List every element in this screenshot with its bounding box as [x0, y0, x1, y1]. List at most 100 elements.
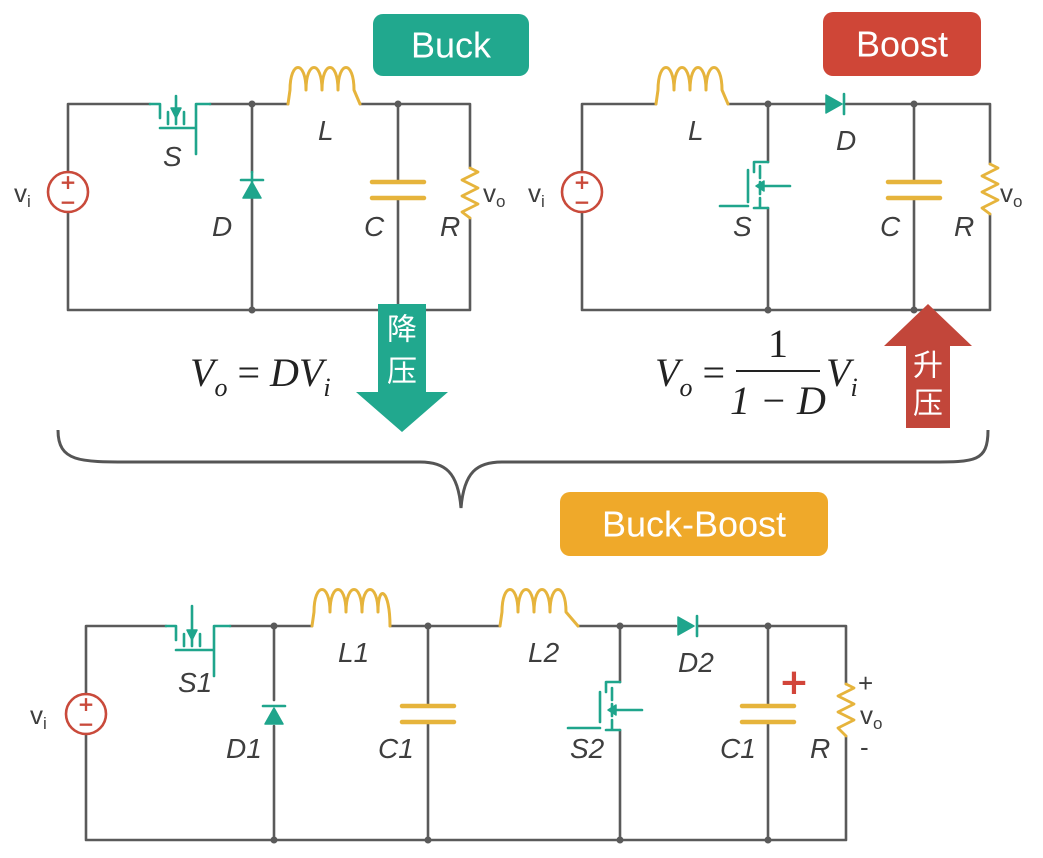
capacitor-icon [399, 703, 457, 725]
buck-formula: Vo = DVi [190, 350, 331, 402]
bb-node [270, 622, 278, 630]
inductor-icon [286, 66, 362, 106]
boost-circuit: Boost + − vi L D S [528, 12, 1022, 428]
inductor-icon [654, 66, 730, 106]
boost-formula: Vo = 1 1 − D Vi [655, 321, 858, 423]
svg-text:降: 降 [387, 313, 417, 348]
bb-d1-label: D1 [226, 733, 262, 764]
buck-badge-text: Buck [411, 25, 492, 66]
boost-node [764, 100, 772, 108]
mosfet-switch-icon [566, 680, 644, 732]
boost-wire-bottom [580, 210, 992, 312]
resistor-icon [836, 682, 856, 738]
svg-text:+: + [574, 170, 591, 194]
inductor-icon [310, 588, 392, 628]
bb-node [616, 836, 624, 844]
buck-wire-ind-load [358, 102, 472, 170]
bb-capacitor-polarity-mark: + [779, 662, 809, 703]
bb-s2-label: S2 [570, 733, 605, 764]
buck-source-label: vi [14, 178, 31, 211]
bb-node [424, 836, 432, 844]
svg-text:−: − [574, 190, 591, 214]
boost-badge [823, 12, 981, 76]
buck-wire-bottom [66, 210, 472, 312]
boost-source-label: vi [528, 178, 545, 211]
buck-resistor-label: R [440, 211, 460, 242]
boost-diode-label: D [836, 125, 856, 156]
bb-node [424, 622, 432, 630]
svg-text:压: 压 [913, 387, 943, 422]
svg-text:1 − D: 1 − D [730, 378, 826, 423]
boost-output-label: vo [1000, 178, 1022, 211]
step-up-arrow: 升 压 [884, 304, 972, 428]
bb-wire-left-top [84, 624, 168, 696]
bb-node [270, 836, 278, 844]
inductor-icon [498, 588, 580, 628]
buck-circuit: Buck + − vi S L [14, 14, 529, 432]
svg-text:1: 1 [768, 321, 788, 366]
capacitor-icon [885, 179, 943, 201]
bb-output-label: vo [860, 700, 882, 733]
svg-text:Vi: Vi [826, 350, 858, 402]
buck-output-label: vo [483, 178, 505, 211]
boost-wire-left-top [580, 102, 658, 174]
bb-s1-label: S1 [178, 667, 212, 698]
buck-boost-badge-text: Buck-Boost [602, 504, 786, 545]
diode-icon [239, 170, 265, 199]
capacitor-icon [369, 179, 427, 201]
svg-text:−: − [78, 712, 95, 736]
mosfet-switch-icon [148, 94, 212, 156]
svg-text:+: + [78, 692, 95, 716]
resistor-icon [980, 162, 1000, 216]
svg-text:升: 升 [913, 349, 943, 384]
buck-inductor-label: L [318, 115, 334, 146]
voltage-source-icon: + − [560, 170, 604, 214]
svg-text:+: + [60, 170, 77, 194]
buck-node [248, 100, 256, 108]
boost-inductor-label: L [688, 115, 704, 146]
step-down-arrow: 降 压 [356, 304, 448, 432]
svg-text:−: − [60, 190, 77, 214]
bb-l1-label: L1 [338, 637, 369, 668]
diode-icon [261, 704, 287, 725]
buck-switch-label: S [163, 141, 182, 172]
boost-node [910, 306, 918, 314]
bb-wire-d2-load [696, 624, 848, 686]
mosfet-switch-icon [164, 604, 232, 678]
boost-switch-label: S [733, 211, 752, 242]
svg-text:Vo =: Vo = [655, 350, 725, 402]
bb-l2-label: L2 [528, 637, 560, 668]
resistor-icon [460, 166, 480, 220]
buck-badge [373, 14, 529, 76]
bb-node [764, 836, 772, 844]
capacitor-icon [739, 703, 797, 725]
boost-resistor-label: R [954, 211, 974, 242]
bb-resistor-label: R [810, 733, 830, 764]
bb-output-plus: + [858, 668, 873, 698]
buck-boost-circuit: Buck-Boost + − vi [30, 492, 882, 844]
bb-output-minus: - [860, 732, 869, 762]
bb-c1-label: C1 [378, 733, 414, 764]
buck-capacitor-label: C [364, 211, 385, 242]
svg-text:压: 压 [387, 355, 417, 390]
diode-icon [825, 92, 846, 116]
buck-diode-label: D [212, 211, 232, 242]
buck-node [248, 306, 256, 314]
mosfet-switch-icon [718, 160, 792, 210]
bb-node [764, 622, 772, 630]
diode-icon [677, 614, 699, 638]
buck-node [394, 100, 402, 108]
boost-badge-text: Boost [856, 24, 948, 65]
brace-icon [56, 429, 990, 509]
buck-wire-left-top [66, 102, 152, 174]
buck-boost-badge [560, 492, 828, 556]
bb-c2-label: C1 [720, 733, 756, 764]
bb-node [616, 622, 624, 630]
boost-capacitor-label: C [880, 211, 901, 242]
boost-node [764, 306, 772, 314]
bb-source-label: vi [30, 700, 47, 733]
voltage-source-icon: + − [64, 692, 108, 736]
boost-node [910, 100, 918, 108]
